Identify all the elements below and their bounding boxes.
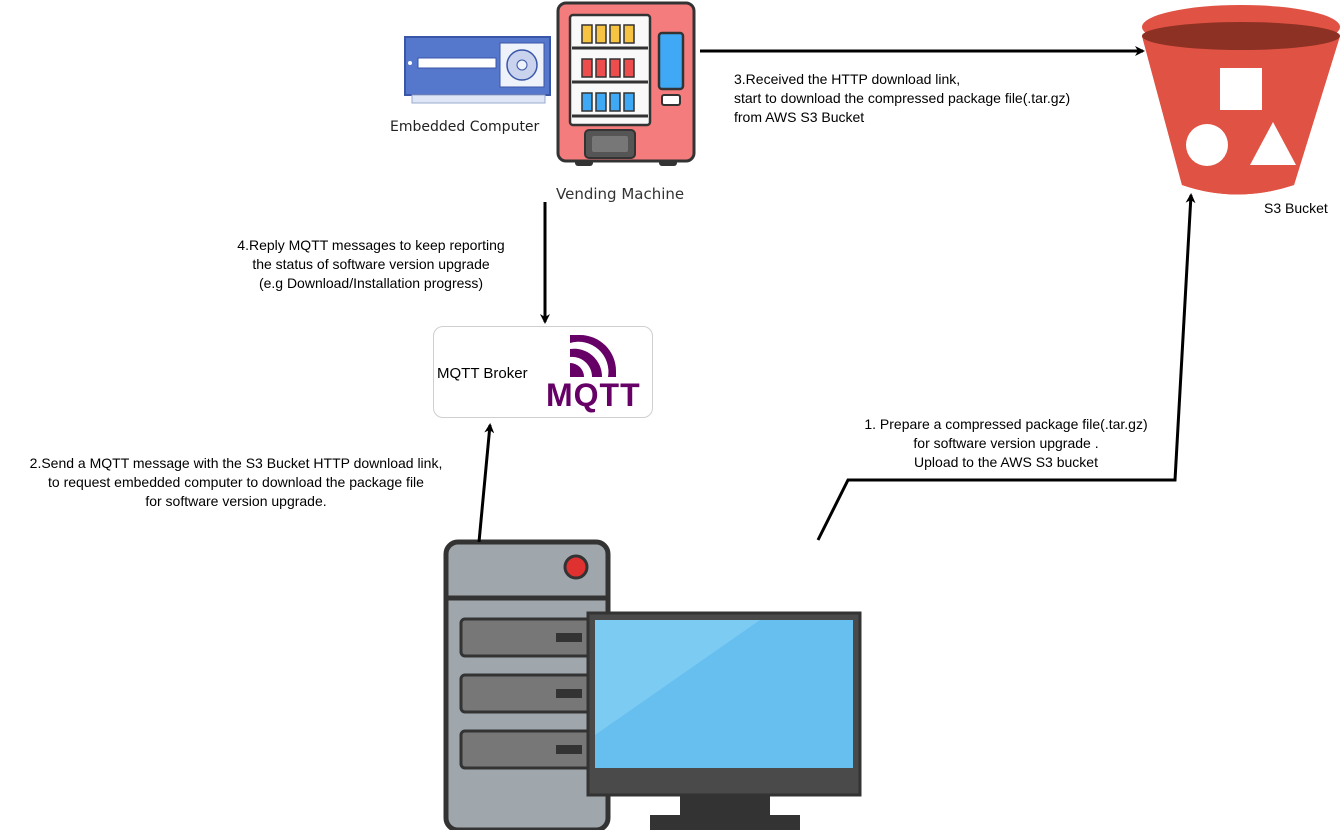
step3-line1: 3.Received the HTTP download link, [734,71,961,87]
mqtt-signal-icon [570,335,616,377]
vending-machine-label: Vending Machine [556,185,685,203]
mqtt-broker-node: MQTT Broker MQTT [433,326,653,418]
step1-line1: 1. Prepare a compressed package file(.ta… [864,416,1148,432]
step3-text: 3.Received the HTTP download link, start… [734,70,1070,127]
step1-line2: for software version upgrade . [913,435,1099,451]
s3-bucket-icon [1142,5,1340,195]
step4-line3: (e.g Download/Installation progress) [258,275,484,291]
step4-line2: the status of software version upgrade [252,256,490,272]
step4-text: 4.Reply MQTT messages to keep reporting … [200,236,542,293]
server-computer-icon [443,539,862,830]
s3-bucket-label: S3 Bucket [1264,200,1328,216]
arrow-upload-to-s3 [816,193,1196,541]
vending-machine-icon [556,1,696,166]
embedded-computer-icon [404,36,551,104]
step2-text: 2.Send a MQTT message with the S3 Bucket… [0,454,472,511]
embedded-computer-label: Embedded Computer [390,119,540,135]
step4-line1: 4.Reply MQTT messages to keep reporting [237,237,505,253]
mqtt-broker-label: MQTT Broker [437,365,528,382]
step2-line2: to request embedded computer to download… [48,474,424,490]
mqtt-logo-text: MQTT [546,377,641,413]
step1-text: 1. Prepare a compressed package file(.ta… [826,415,1186,472]
step2-line3: for software version upgrade. [145,493,327,509]
step1-line3: Upload to the AWS S3 bucket [914,454,1098,470]
step3-line3: from AWS S3 Bucket [734,109,865,125]
arrow-server-to-broker [477,423,495,543]
step3-line2: start to download the compressed package… [734,90,1071,106]
step2-line1: 2.Send a MQTT message with the S3 Bucket… [29,455,443,471]
